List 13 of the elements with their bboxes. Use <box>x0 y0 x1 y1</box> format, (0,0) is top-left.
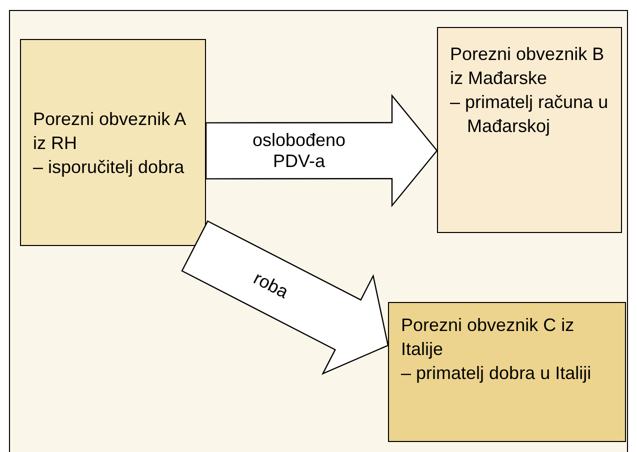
box-text: Porezni obveznik C iz Italije <box>401 314 576 361</box>
box-text: Porezni obveznik A iz RH <box>33 108 187 154</box>
block-arrow <box>205 94 438 208</box>
edge-label: roba <box>250 266 294 304</box>
entity-box <box>437 27 622 233</box>
box-text: Porezni obveznik B iz Mađarske <box>450 43 606 90</box>
edge-label: oslobođeno PDV-a <box>251 130 347 172</box>
box-text: – primatelj dobra u Italiji <box>401 362 592 385</box>
box-text: – primatelj računa u Mađarskoj <box>450 91 609 138</box>
block-arrow <box>181 220 389 375</box>
entity-box <box>388 302 626 442</box>
box-text: – isporučitelj dobra <box>33 156 186 178</box>
entity-box <box>20 39 206 246</box>
